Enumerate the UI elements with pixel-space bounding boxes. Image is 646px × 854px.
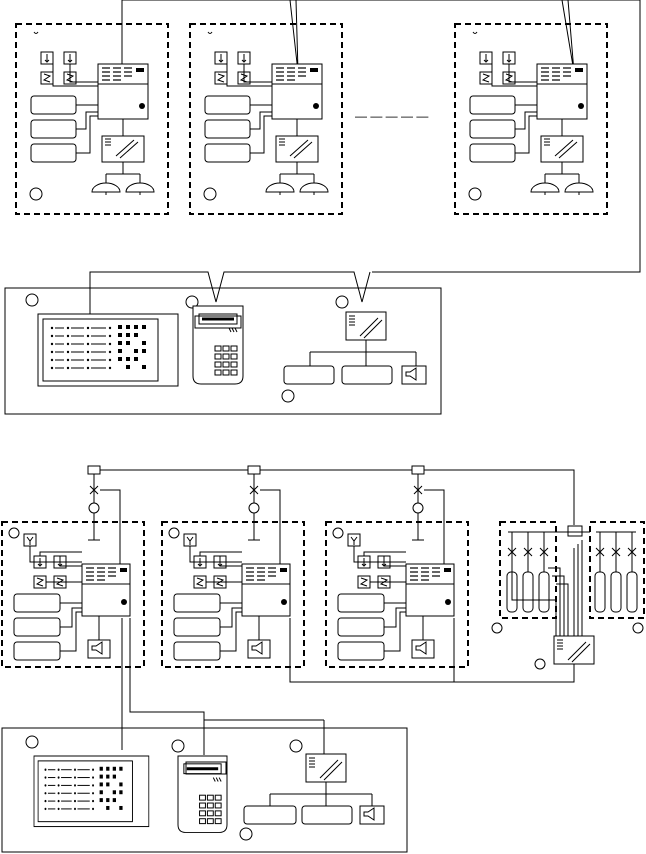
annunciator-panel (33, 755, 150, 828)
zone-separator: — — — — — (355, 109, 428, 123)
zone-n (454, 23, 608, 215)
output-module (301, 805, 353, 825)
keypad-terminal (191, 304, 245, 386)
manifold-lines (511, 540, 583, 640)
output-module (341, 365, 393, 385)
gas-pipe (94, 469, 575, 525)
control-room-top (4, 287, 442, 415)
control-unit (345, 311, 387, 341)
bus-lines (121, 618, 575, 755)
zone-a (1, 521, 145, 668)
output-module (243, 805, 297, 825)
annunciator-panel (37, 313, 179, 387)
zone-2 (189, 23, 343, 215)
zone-b (161, 521, 305, 668)
horn-icon (401, 365, 427, 385)
control-room-bottom (1, 727, 408, 853)
loop-line (121, 0, 641, 273)
horn-icon (359, 805, 385, 825)
cylinder-bank-left (491, 521, 557, 634)
zone-c (325, 521, 469, 668)
pipe-branches (87, 465, 445, 565)
output-module (283, 365, 335, 385)
gas-control-unit (553, 635, 595, 665)
cylinder-bank-right (589, 521, 645, 634)
zone-1 (15, 23, 169, 215)
keypad-terminal (176, 754, 229, 834)
control-unit (305, 753, 347, 783)
